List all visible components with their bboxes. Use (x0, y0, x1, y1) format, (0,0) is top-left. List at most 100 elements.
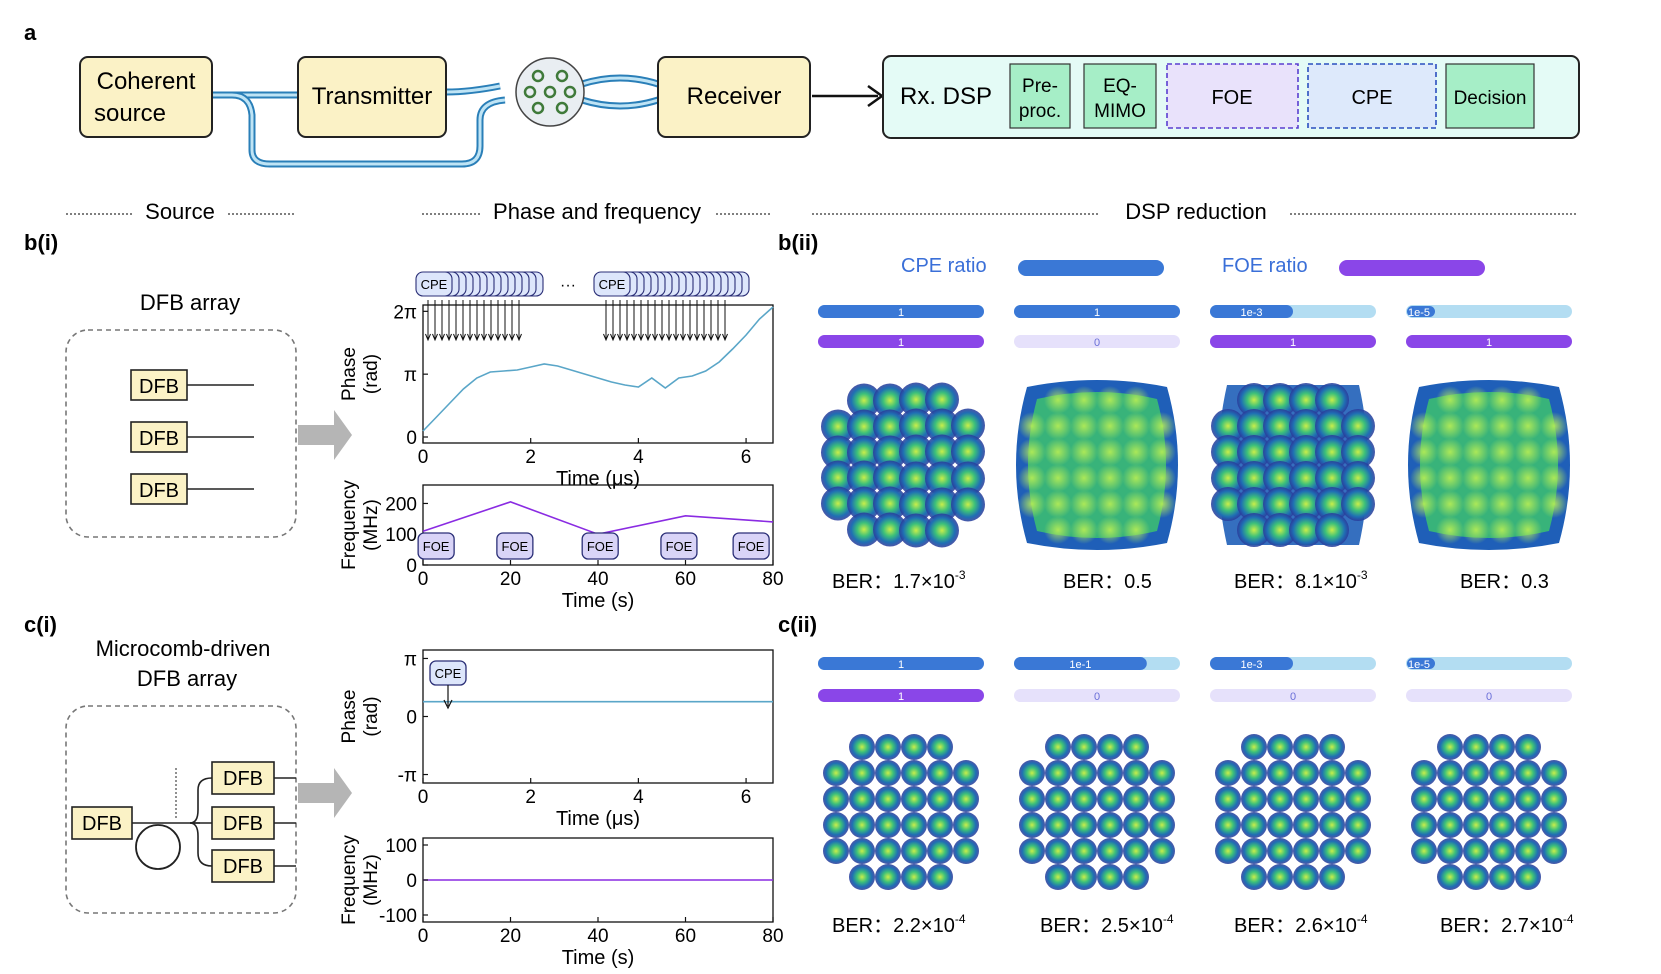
ber-label: BER：2.5×10-4 (1040, 912, 1174, 937)
ber-label: BER：2.2×10-4 (832, 912, 966, 937)
cpe-ratio-bar-fill (1210, 657, 1293, 670)
constellation-point (1070, 516, 1098, 544)
constellation-point (1319, 864, 1345, 890)
constellation-point (1341, 435, 1375, 469)
constellation-point (1263, 383, 1297, 417)
foe-ratio-value: 0 (1094, 691, 1100, 703)
constellation-point (1148, 490, 1176, 518)
section-headers: Source Phase and frequency DSP reduction (66, 199, 1578, 224)
constellation-point (1436, 516, 1464, 544)
cpe-arrow-head (495, 333, 501, 342)
constellation-point (1071, 864, 1097, 890)
constellation-point (872, 486, 907, 521)
foe-tag-label: FOE (502, 539, 529, 554)
constellation-point (1071, 760, 1097, 786)
constellation-point (1070, 438, 1098, 466)
constellation-point (1122, 516, 1150, 544)
rx-dsp-label: Rx. DSP (900, 83, 992, 110)
constellation-point (872, 435, 907, 470)
cpe-arrow-head (617, 333, 623, 342)
constellation-point (1437, 864, 1463, 890)
constellation-point (1315, 513, 1349, 547)
constellation-point (901, 786, 927, 812)
ber-label: BER：8.1×10-3 (1234, 568, 1368, 593)
b-ber-labels: BER：1.7×10-3 BER：0.5 BER：8.1×10-3 BER：0.… (832, 568, 1549, 593)
constellation-point (1018, 464, 1046, 492)
x-tick-label: 4 (633, 787, 644, 808)
constellation-point (1096, 516, 1124, 544)
dfb-laser-1: DFB (130, 369, 254, 401)
constellation-point (1096, 464, 1124, 492)
foe-tag (417, 532, 455, 560)
ber-label: BER：0.5 (1063, 571, 1152, 593)
constellation-point (1462, 386, 1490, 414)
constellation-point (1515, 812, 1541, 838)
constellation-point (872, 409, 907, 444)
svg-text:DFB: DFB (82, 813, 122, 835)
constellation-point (1241, 760, 1267, 786)
y-tick-label: 2π (393, 302, 417, 323)
x-tick-label: 80 (762, 926, 783, 947)
y-axis-label: Frequency (339, 480, 360, 570)
constellation-point (875, 864, 901, 890)
constellation-point (1315, 487, 1349, 521)
constellation-point (1267, 812, 1293, 838)
constellation-point (1149, 760, 1175, 786)
cpe-block (1307, 63, 1437, 129)
cpe-tag-stack-right: CPE (593, 271, 750, 342)
constellation-point (1462, 412, 1490, 440)
constellation-point (1319, 812, 1345, 838)
constellation-point (1263, 487, 1297, 521)
constellation-point (953, 760, 979, 786)
ber-label: BER：0.3 (1460, 571, 1549, 593)
constellation-point (1289, 513, 1323, 547)
constellation-point (901, 812, 927, 838)
constellation-point (849, 786, 875, 812)
cpe-tag-label: CPE (421, 277, 448, 292)
constellation-point (1437, 812, 1463, 838)
constellation-point (898, 408, 933, 443)
panel-label-c-i: c(i) (24, 612, 57, 637)
plot-frame (422, 649, 774, 784)
constellation-point (823, 838, 849, 864)
x-axis-label: Time (μs) (556, 808, 640, 830)
constellation-point (1070, 412, 1098, 440)
constellation-point (924, 408, 959, 443)
panel-label-c-ii: c(ii) (778, 612, 817, 637)
source-microcomb-dfb-array: Microcomb-driven DFB array DFB (65, 636, 297, 914)
cpe-arrow-head (509, 333, 515, 342)
constellation-point (927, 734, 953, 760)
constellation-point (1514, 464, 1542, 492)
constellation-point (1411, 786, 1437, 812)
y-axis-label: Frequency (339, 835, 360, 925)
constellation-point (898, 461, 933, 496)
constellation-point (1019, 786, 1045, 812)
x-tick-label: 6 (741, 787, 752, 808)
section-phase-frequency: Phase and frequency (493, 199, 701, 224)
constellation-point (1018, 490, 1046, 518)
dfb-array-title: DFB array (140, 290, 240, 315)
constellation-point (1541, 786, 1567, 812)
plot-frame (422, 304, 774, 444)
microcomb-title-2: DFB array (137, 666, 237, 691)
constellation-point (1045, 760, 1071, 786)
cpe-arrow-head (460, 333, 466, 342)
constellation-point (1096, 438, 1124, 466)
constellation-point (950, 434, 985, 469)
coherent-source-label-2: source (94, 100, 166, 127)
decision-label: Decision (1454, 88, 1527, 109)
constellation-point (1149, 786, 1175, 812)
foe-ratio-bar-fill (818, 335, 984, 348)
y-tick-label: 0 (406, 428, 417, 449)
constellation-point (849, 734, 875, 760)
cpe-arrow-head (708, 333, 714, 342)
constellation-point (846, 435, 881, 470)
x-tick-label: 2 (525, 787, 536, 808)
constellation-point (1215, 838, 1241, 864)
constellation-point (1044, 490, 1072, 518)
cpe-ratio-value: 1e-5 (1408, 659, 1430, 671)
svg-text:DFB: DFB (139, 480, 179, 502)
cpe-arrow-head (603, 333, 609, 342)
